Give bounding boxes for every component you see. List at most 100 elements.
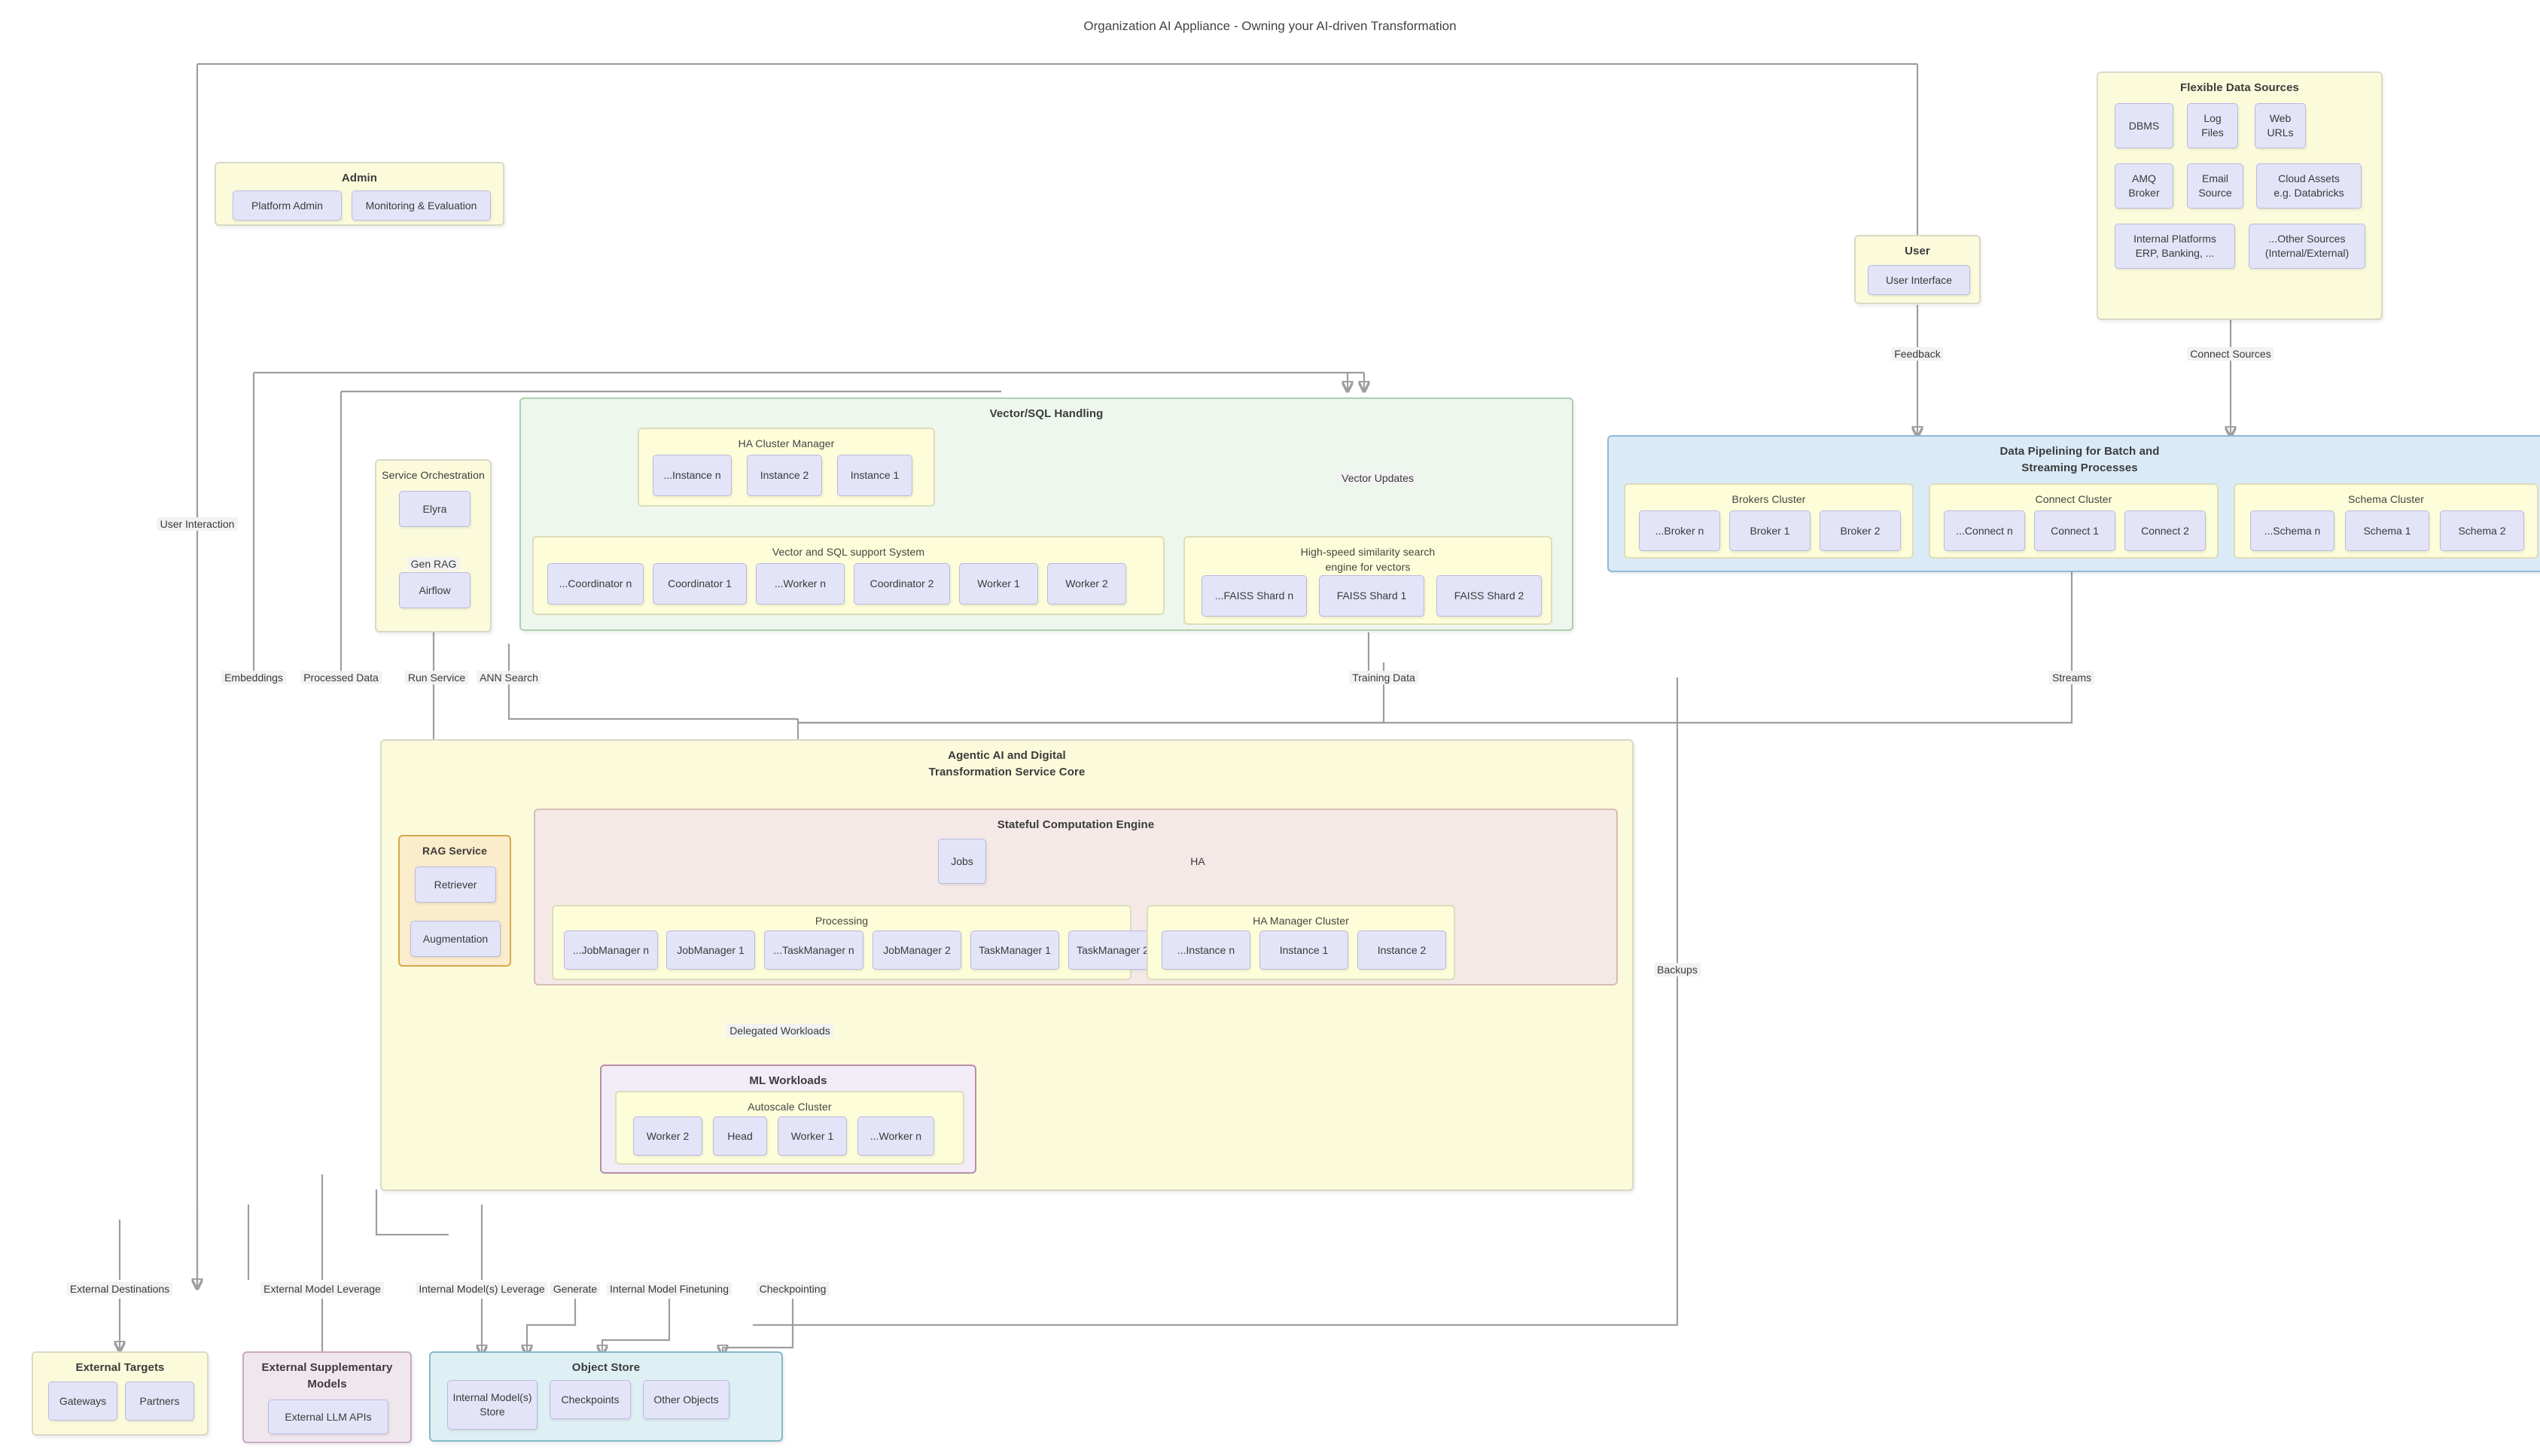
brokers-cluster-title: Brokers Cluster <box>1731 493 1806 505</box>
node-monitoring-evaluation[interactable]: Monitoring & Evaluation <box>352 190 491 221</box>
edge-label-gen-rag: Gen RAG <box>407 557 460 571</box>
brokers-cluster-group: Brokers Cluster ...Broker n Broker 1 Bro… <box>1624 483 1914 559</box>
node-taskmanager-n[interactable]: ...TaskManager n <box>764 931 863 970</box>
edge-label-training-data: Training Data <box>1349 671 1418 684</box>
external-supplementary-title-line1: External Supplementary <box>261 1361 393 1374</box>
flexible-data-sources-title: Flexible Data Sources <box>2180 81 2299 94</box>
node-dbms[interactable]: DBMS <box>2115 103 2173 148</box>
node-ml-worker-2[interactable]: Worker 2 <box>633 1116 702 1156</box>
edge-label-embeddings: Embeddings <box>221 671 286 684</box>
flexible-data-sources-group: Flexible Data Sources DBMS Log Files Web… <box>2097 72 2383 320</box>
admin-group: Admin Platform Admin Monitoring & Evalua… <box>215 162 504 226</box>
vector-sql-support-group: Vector and SQL support System ...Coordin… <box>532 536 1165 615</box>
node-jobs[interactable]: Jobs <box>938 839 986 884</box>
external-targets-group: External Targets Gateways Partners <box>32 1351 209 1436</box>
node-ha-instance-n[interactable]: ...Instance n <box>1162 931 1250 970</box>
ha-manager-cluster-title: HA Manager Cluster <box>1253 915 1349 927</box>
node-retriever[interactable]: Retriever <box>415 867 496 903</box>
node-airflow[interactable]: Airflow <box>399 572 471 608</box>
schema-cluster-title: Schema Cluster <box>2348 493 2424 505</box>
node-vsql-worker-2[interactable]: Worker 2 <box>1047 563 1126 605</box>
node-broker-2[interactable]: Broker 2 <box>1820 510 1901 551</box>
node-gateways[interactable]: Gateways <box>48 1381 117 1421</box>
node-jobmanager-n[interactable]: ...JobManager n <box>564 931 658 970</box>
node-ml-worker-1[interactable]: Worker 1 <box>778 1116 847 1156</box>
node-email-source[interactable]: Email Source <box>2187 163 2243 209</box>
node-schema-n[interactable]: ...Schema n <box>2250 510 2334 551</box>
node-web-urls[interactable]: Web URLs <box>2255 103 2306 148</box>
node-ml-head[interactable]: Head <box>713 1116 767 1156</box>
similarity-engine-title-line1: High-speed similarity search <box>1300 546 1436 558</box>
similarity-engine-group: High-speed similarity search engine for … <box>1183 536 1552 625</box>
ml-workloads-title: ML Workloads <box>749 1074 827 1087</box>
external-supplementary-models-title: External Supplementary Models <box>244 1360 410 1393</box>
node-ml-worker-n[interactable]: ...Worker n <box>857 1116 934 1156</box>
edge-label-ann-search: ANN Search <box>477 671 541 684</box>
node-cloud-assets[interactable]: Cloud Assets e.g. Databricks <box>2256 163 2362 209</box>
node-partners[interactable]: Partners <box>125 1381 194 1421</box>
node-elyra[interactable]: Elyra <box>399 491 471 527</box>
node-broker-n[interactable]: ...Broker n <box>1639 510 1720 551</box>
node-connect-n[interactable]: ...Connect n <box>1944 510 2025 551</box>
edge-label-user-interaction: User Interaction <box>157 517 238 531</box>
node-vsql-worker-1[interactable]: Worker 1 <box>959 563 1038 605</box>
node-ha-instance-1[interactable]: Instance 1 <box>1259 931 1348 970</box>
agentic-core-title-line2: Transformation Service Core <box>928 765 1086 778</box>
node-internal-models-store[interactable]: Internal Model(s) Store <box>447 1380 538 1430</box>
node-taskmanager-2[interactable]: TaskManager 2 <box>1068 931 1157 970</box>
vector-sql-support-title: Vector and SQL support System <box>772 546 925 558</box>
node-checkpoints[interactable]: Checkpoints <box>550 1380 631 1419</box>
edge-label-delegated-workloads: Delegated Workloads <box>726 1024 833 1037</box>
node-platform-admin[interactable]: Platform Admin <box>233 190 342 221</box>
data-pipelining-title-line2: Streaming Processes <box>2021 461 2138 474</box>
node-amq-broker[interactable]: AMQ Broker <box>2115 163 2173 209</box>
node-vsql-worker-n[interactable]: ...Worker n <box>756 563 845 605</box>
node-connect-2[interactable]: Connect 2 <box>2124 510 2206 551</box>
node-faiss-shard-n[interactable]: ...FAISS Shard n <box>1201 575 1307 617</box>
node-vsql-instance-n[interactable]: ...Instance n <box>653 455 732 496</box>
node-coordinator-1[interactable]: Coordinator 1 <box>653 563 747 605</box>
data-pipelining-title: Data Pipelining for Batch and Streaming … <box>1609 443 2540 477</box>
node-schema-2[interactable]: Schema 2 <box>2440 510 2524 551</box>
node-connect-1[interactable]: Connect 1 <box>2034 510 2115 551</box>
node-broker-1[interactable]: Broker 1 <box>1729 510 1811 551</box>
node-coordinator-n[interactable]: ...Coordinator n <box>547 563 644 605</box>
node-schema-1[interactable]: Schema 1 <box>2345 510 2429 551</box>
node-jobmanager-2[interactable]: JobManager 2 <box>873 931 961 970</box>
vector-updates-label: Vector Updates <box>1339 471 1417 485</box>
stateful-engine-group: Stateful Computation Engine Jobs HA Proc… <box>534 809 1618 985</box>
node-ha-instance-2[interactable]: Instance 2 <box>1357 931 1446 970</box>
node-internal-platforms[interactable]: Internal Platforms ERP, Banking, ... <box>2115 224 2235 269</box>
edge-label-streams: Streams <box>2048 671 2095 684</box>
object-store-title: Object Store <box>571 1361 641 1374</box>
node-other-objects[interactable]: Other Objects <box>643 1380 729 1419</box>
node-augmentation[interactable]: Augmentation <box>410 921 501 957</box>
node-jobmanager-1[interactable]: JobManager 1 <box>666 931 755 970</box>
ha-cluster-manager-group: HA Cluster Manager ...Instance n Instanc… <box>638 428 935 507</box>
vector-sql-handling-title: Vector/SQL Handling <box>989 407 1104 420</box>
edge-label-internal-model-s-leverage: Internal Model(s) Leverage <box>416 1282 548 1296</box>
edge-label-run-service: Run Service <box>404 671 469 684</box>
edge-label-external-model-leverage: External Model Leverage <box>260 1282 384 1296</box>
node-faiss-shard-1[interactable]: FAISS Shard 1 <box>1319 575 1424 617</box>
node-vsql-instance-2[interactable]: Instance 2 <box>747 455 822 496</box>
node-log-files[interactable]: Log Files <box>2187 103 2238 148</box>
node-coordinator-2[interactable]: Coordinator 2 <box>854 563 950 605</box>
connect-cluster-title: Connect Cluster <box>2035 493 2112 505</box>
service-orchestration-title: Service Orchestration <box>382 469 485 481</box>
processing-group: Processing ...JobManager n JobManager 1 … <box>552 905 1157 980</box>
autoscale-cluster-group: Autoscale Cluster Worker 2 Head Worker 1… <box>615 1091 964 1165</box>
node-user-interface[interactable]: User Interface <box>1868 265 1970 295</box>
rag-service-group: RAG Service Retriever Augmentation <box>398 835 511 967</box>
node-taskmanager-1[interactable]: TaskManager 1 <box>970 931 1059 970</box>
service-orchestration-group: Service Orchestration Elyra Airflow <box>375 459 492 632</box>
edge-label-processed-data: Processed Data <box>300 671 382 684</box>
node-vsql-instance-1[interactable]: Instance 1 <box>837 455 912 496</box>
page-title: Organization AI Appliance - Owning your … <box>1083 19 1457 33</box>
node-external-llm-apis[interactable]: External LLM APIs <box>268 1400 388 1434</box>
node-faiss-shard-2[interactable]: FAISS Shard 2 <box>1436 575 1542 617</box>
data-pipelining-group: Data Pipelining for Batch and Streaming … <box>1607 435 2540 572</box>
node-other-sources[interactable]: ...Other Sources (Internal/External) <box>2249 224 2365 269</box>
agentic-core-title-line1: Agentic AI and Digital <box>948 749 1066 762</box>
